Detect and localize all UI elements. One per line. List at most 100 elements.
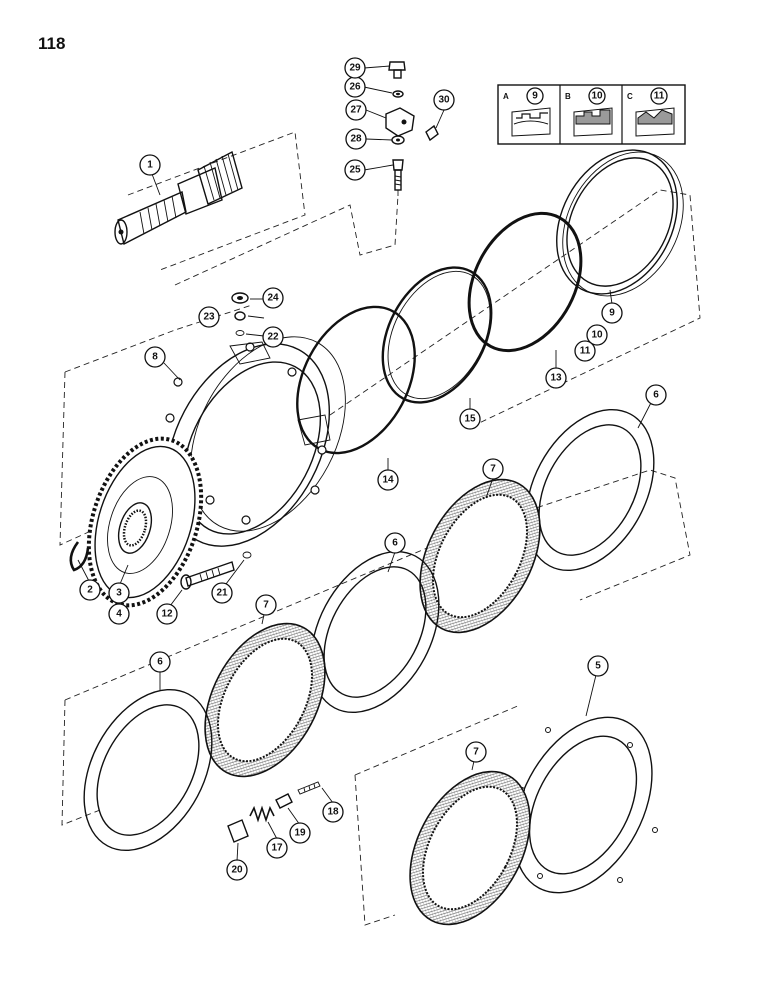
svg-text:10: 10 [591, 330, 603, 341]
friction-disc-7-bottom [409, 770, 531, 926]
svg-text:17: 17 [271, 843, 283, 854]
washer-26 [392, 90, 404, 98]
callout-13: 13 [545, 367, 567, 389]
svg-text:11: 11 [654, 91, 665, 102]
callout-20: 20 [226, 859, 248, 881]
inset-letter-a: A [503, 92, 509, 101]
seal-21 [242, 551, 252, 559]
seal-ring-15 [381, 266, 493, 404]
callout-19: 19 [289, 822, 311, 844]
bolt-12 [180, 561, 235, 590]
clip-30 [425, 124, 439, 142]
bolt-29 [388, 61, 406, 79]
friction-disc-7-top [419, 478, 541, 634]
inset-letter-b: B [565, 92, 571, 101]
svg-text:20: 20 [231, 865, 243, 876]
screw-18 [297, 781, 321, 795]
fitting-24 [231, 292, 249, 304]
svg-text:26: 26 [349, 82, 361, 93]
svg-text:28: 28 [350, 134, 362, 145]
svg-text:14: 14 [382, 475, 394, 486]
inset-panel-b [573, 107, 613, 137]
svg-text:9: 9 [532, 91, 538, 102]
callout-4: 4 [108, 603, 130, 625]
drive-gear-3 [86, 436, 204, 608]
steel-plate-6-middle [310, 550, 440, 714]
svg-text:15: 15 [464, 414, 476, 425]
svg-text:29: 29 [349, 63, 361, 74]
piston-housing-8 [165, 336, 346, 547]
svg-text:13: 13 [550, 373, 562, 384]
callout-26: 26 [344, 76, 366, 98]
svg-text:21: 21 [216, 588, 228, 599]
svg-text:23: 23 [203, 312, 215, 323]
callout-7-middle: 7 [255, 594, 277, 616]
callout-15: 15 [459, 408, 481, 430]
svg-text:24: 24 [267, 293, 279, 304]
svg-text:7: 7 [490, 464, 496, 475]
svg-text:9: 9 [609, 308, 615, 319]
bolt-25 [392, 159, 404, 191]
svg-text:22: 22 [267, 332, 279, 343]
svg-text:6: 6 [392, 538, 398, 549]
callout-6-top: 6 [645, 384, 667, 406]
svg-text:6: 6 [653, 390, 659, 401]
callout-27: 27 [345, 99, 367, 121]
svg-text:5: 5 [595, 661, 601, 672]
svg-text:6: 6 [157, 657, 163, 668]
svg-text:8: 8 [152, 352, 158, 363]
spring-17 [249, 805, 275, 823]
callout-10: 10 [586, 324, 608, 346]
callout-12: 12 [156, 603, 178, 625]
shaft-part [114, 150, 243, 246]
inset-panel-c [635, 107, 675, 137]
callout-28: 28 [345, 128, 367, 150]
callout-7-bottom: 7 [465, 741, 487, 763]
callout-9: 9 [601, 302, 623, 324]
svg-text:3: 3 [116, 588, 122, 599]
callout-2: 2 [79, 579, 101, 601]
callout-22: 22 [262, 326, 284, 348]
svg-text:12: 12 [161, 609, 173, 620]
nut-28 [391, 135, 405, 145]
svg-text:7: 7 [473, 747, 479, 758]
seal-ring-14 [296, 305, 416, 455]
svg-text:2: 2 [87, 585, 93, 596]
svg-text:1: 1 [147, 160, 153, 171]
o-ring-22 [235, 330, 245, 336]
callout-24: 24 [262, 287, 284, 309]
callout-8: 8 [144, 346, 166, 368]
svg-text:19: 19 [294, 828, 306, 839]
svg-text:7: 7 [263, 600, 269, 611]
inset-panel-a [511, 107, 551, 137]
svg-text:30: 30 [438, 95, 450, 106]
callout-17: 17 [266, 837, 288, 859]
callout-10-inset: 10 [588, 87, 606, 105]
callout-11-inset: 11 [650, 87, 668, 105]
friction-disc-7-middle [204, 622, 326, 778]
piston-ring-9 [556, 149, 684, 297]
retainer-20 [227, 819, 249, 843]
callout-11: 11 [574, 340, 596, 362]
svg-text:18: 18 [327, 807, 339, 818]
callout-7-top: 7 [482, 458, 504, 480]
callout-6-bottom: 6 [149, 651, 171, 673]
ring-profile-inset: A B C 9 10 11 [497, 84, 686, 145]
callout-6-middle: 6 [384, 532, 406, 554]
callout-9-inset: 9 [526, 87, 544, 105]
svg-text:27: 27 [350, 105, 362, 116]
steel-plate-6-top [525, 408, 655, 572]
plug-23 [234, 311, 246, 321]
callout-18: 18 [322, 801, 344, 823]
svg-text:11: 11 [580, 346, 591, 357]
callout-29: 29 [344, 57, 366, 79]
callout-3: 3 [108, 582, 130, 604]
pin-19 [275, 793, 293, 809]
callout-30: 30 [433, 89, 455, 111]
steel-plate-6-bottom [83, 688, 213, 852]
callout-25: 25 [344, 159, 366, 181]
leader-lines [77, 65, 657, 862]
seal-ring-13 [467, 211, 583, 353]
inset-letter-c: C [627, 92, 633, 101]
